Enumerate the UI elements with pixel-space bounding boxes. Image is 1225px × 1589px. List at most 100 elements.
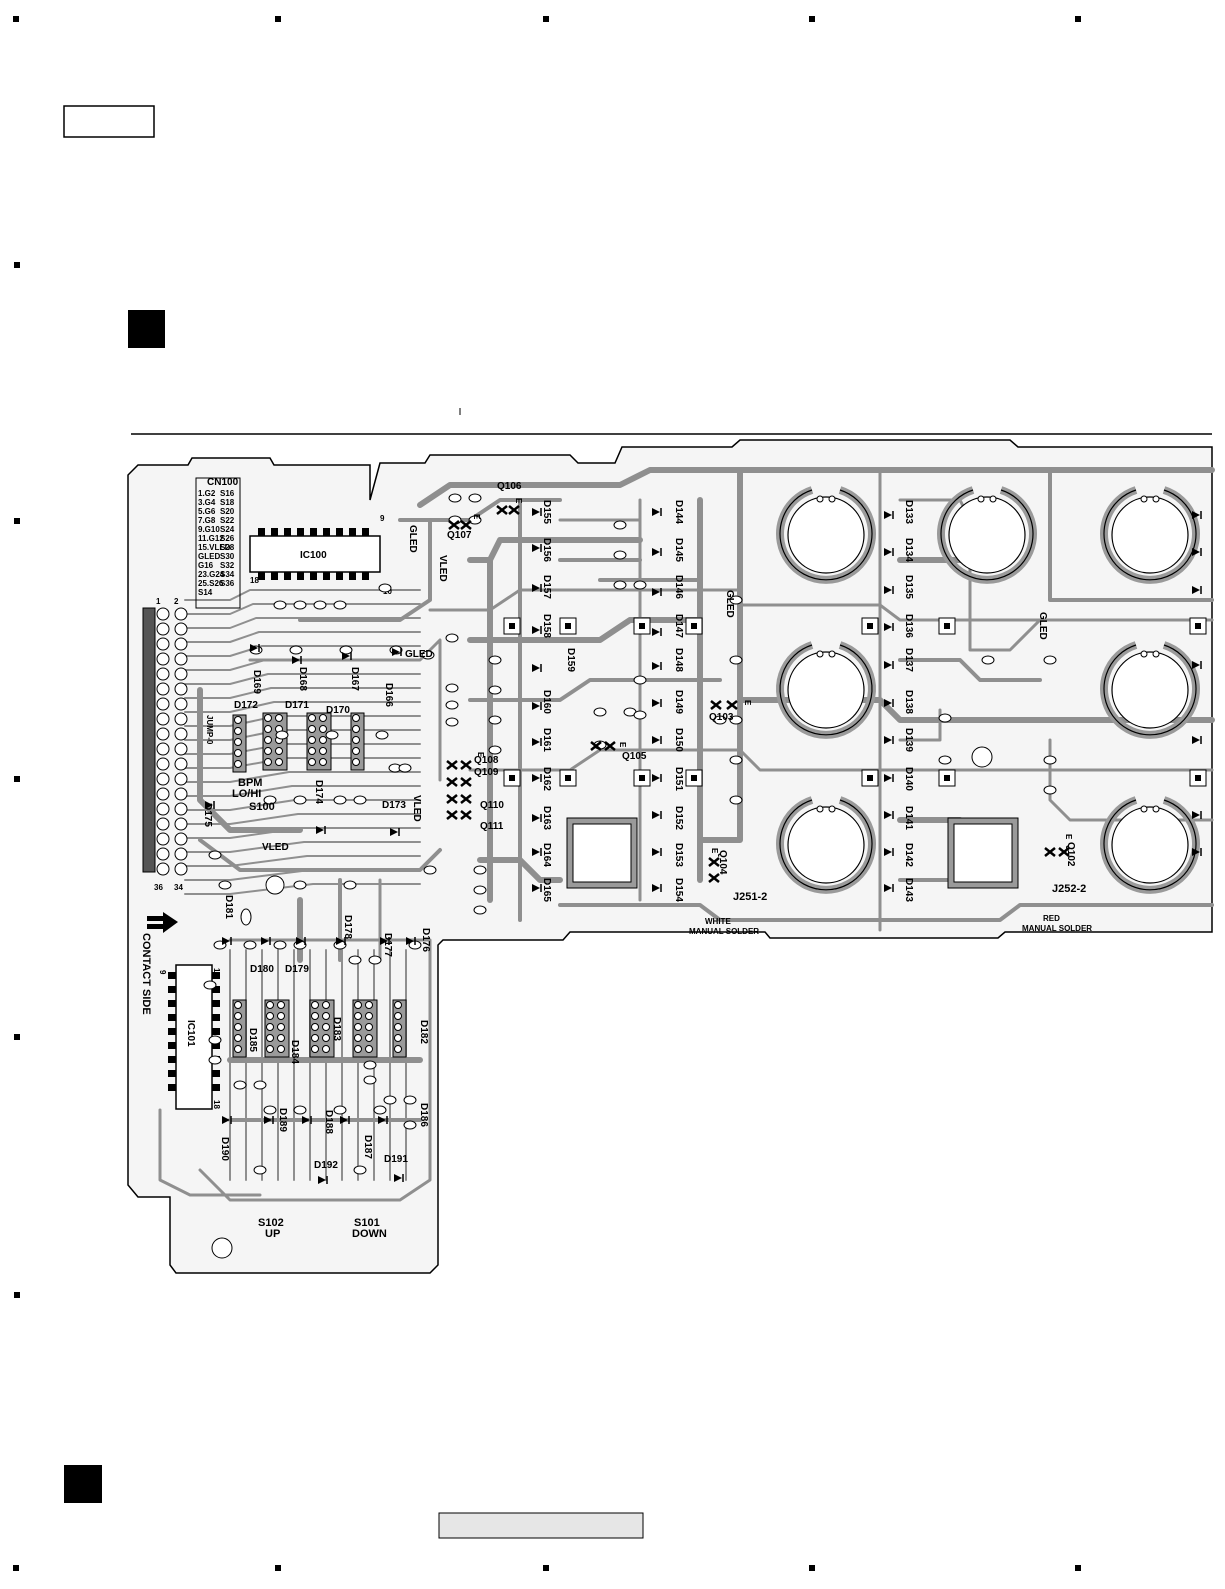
led-array-pad [311, 1034, 319, 1042]
ic-pin [168, 1028, 176, 1035]
led-array-pad [277, 1012, 285, 1020]
registration-marks [13, 16, 1081, 1571]
connector-pad [156, 787, 170, 801]
via [445, 683, 459, 693]
registration-mark [14, 262, 20, 268]
diode-symbol [1192, 548, 1200, 556]
component-ref-label: D145 [673, 538, 684, 562]
via [243, 940, 257, 950]
encoder-ring-hole [989, 495, 997, 503]
square-button-pad-inner [572, 823, 632, 883]
via [293, 600, 307, 610]
led-array-pad [275, 747, 283, 755]
led-pad-arrays [232, 712, 407, 1058]
led-array-pad [234, 1012, 242, 1020]
trace [477, 857, 563, 883]
net-label-vled: VLED [437, 555, 448, 582]
transistor-pad [708, 873, 720, 883]
component-ref-label: D190 [219, 1137, 230, 1161]
component-ref-label: D136 [903, 614, 914, 638]
transistor-pad [496, 505, 508, 515]
encoder-ring-hole [816, 495, 824, 503]
trace [184, 869, 421, 881]
led-array-pad [322, 1012, 330, 1020]
small-square-pad-center [509, 775, 515, 781]
connector-pad [174, 622, 188, 636]
small-square-pad-center [1195, 775, 1201, 781]
connector-pin-1: 1 [156, 597, 161, 606]
footer-box [438, 1512, 644, 1539]
component-ref-label: D138 [903, 690, 914, 714]
led-array-pad [264, 725, 272, 733]
connector-pin-label: G16 [198, 561, 214, 570]
registration-mark [275, 16, 281, 22]
via [208, 1035, 222, 1045]
connector-pin-label: 1.G2 [198, 489, 216, 498]
encoder-ring-inner [787, 806, 865, 884]
connector-pad [156, 847, 170, 861]
ic-pin [284, 572, 291, 580]
transistor-pad [448, 520, 460, 530]
ic101-pin-9: 9 [158, 970, 167, 975]
diode-symbol [884, 774, 892, 782]
diode-symbol [532, 814, 540, 822]
trace [184, 715, 421, 727]
small-square-pad-center [565, 775, 571, 781]
trace [428, 588, 742, 612]
ic-pin [297, 528, 304, 536]
via [468, 493, 482, 503]
led-array-pad [311, 1001, 319, 1009]
net-label-gled: GLED [407, 525, 418, 553]
led-array-pad [277, 1023, 285, 1031]
connector-pad [174, 832, 188, 846]
trace [184, 659, 421, 671]
trace [898, 658, 1042, 682]
component-ref-label: D154 [673, 878, 684, 902]
via [378, 583, 392, 593]
via [293, 1105, 307, 1115]
transistor-pad [446, 810, 458, 820]
trace [184, 841, 421, 853]
component-ref-label: D157 [541, 575, 552, 599]
component-ref-label: D182 [418, 1020, 429, 1044]
component-ref-label: D159 [565, 648, 576, 672]
led-array-pad [322, 1001, 330, 1009]
led-array-pad [308, 725, 316, 733]
net-label-vled: VLED [411, 795, 422, 822]
via [633, 710, 647, 720]
connector-pad [174, 652, 188, 666]
registration-mark [13, 16, 19, 22]
via [263, 795, 277, 805]
ic-pin [168, 1014, 176, 1021]
connector-pad [174, 727, 188, 741]
copper-traces [158, 467, 1215, 1202]
connector-pin-labels: 1.G23.G45.G67.G89.G1011.G1215.VLEDGLEDG1… [198, 489, 235, 597]
led-array-pad [277, 1045, 285, 1053]
trace [298, 518, 432, 622]
via [473, 865, 487, 875]
contact-side-label: CONTACT SIDE [140, 933, 152, 1015]
trace [158, 1108, 262, 1197]
diode-symbol [532, 664, 540, 672]
via [293, 795, 307, 805]
oval-pad [240, 908, 252, 926]
via [729, 795, 743, 805]
diode-symbol [884, 586, 892, 594]
component-ref-label: E [476, 752, 485, 758]
encoder-ring-hole [816, 650, 824, 658]
ic-pin [212, 972, 220, 979]
via [289, 645, 303, 655]
encoder-ring-hole [1152, 805, 1160, 813]
diode-symbol [884, 699, 892, 707]
mounting-hole [211, 1237, 233, 1259]
led-array-pad [266, 1001, 274, 1009]
trace [184, 855, 421, 867]
via [488, 655, 502, 665]
ic-pin [212, 1070, 220, 1077]
component-ref-label: D184 [289, 1040, 300, 1064]
trace [184, 701, 421, 713]
connector-pad [174, 712, 188, 726]
registration-mark [1075, 1565, 1081, 1571]
diode-symbol [532, 702, 540, 710]
led-array-pad [311, 1045, 319, 1053]
